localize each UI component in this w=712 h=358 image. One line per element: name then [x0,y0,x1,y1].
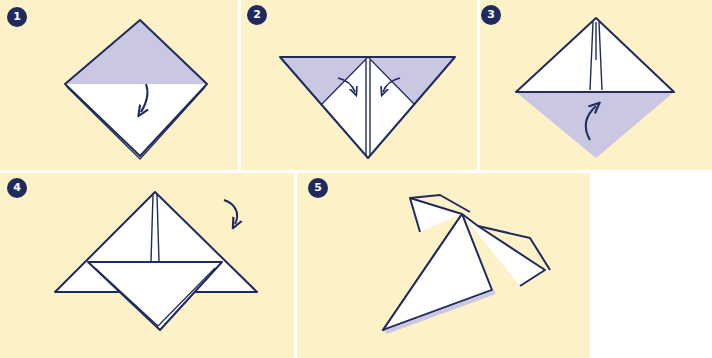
callout-number: 3 [481,5,501,25]
callout-number: 1 [7,7,27,27]
callout-number: 4 [7,178,27,198]
callout-number: 2 [247,5,267,25]
callout-number: 5 [308,178,328,198]
